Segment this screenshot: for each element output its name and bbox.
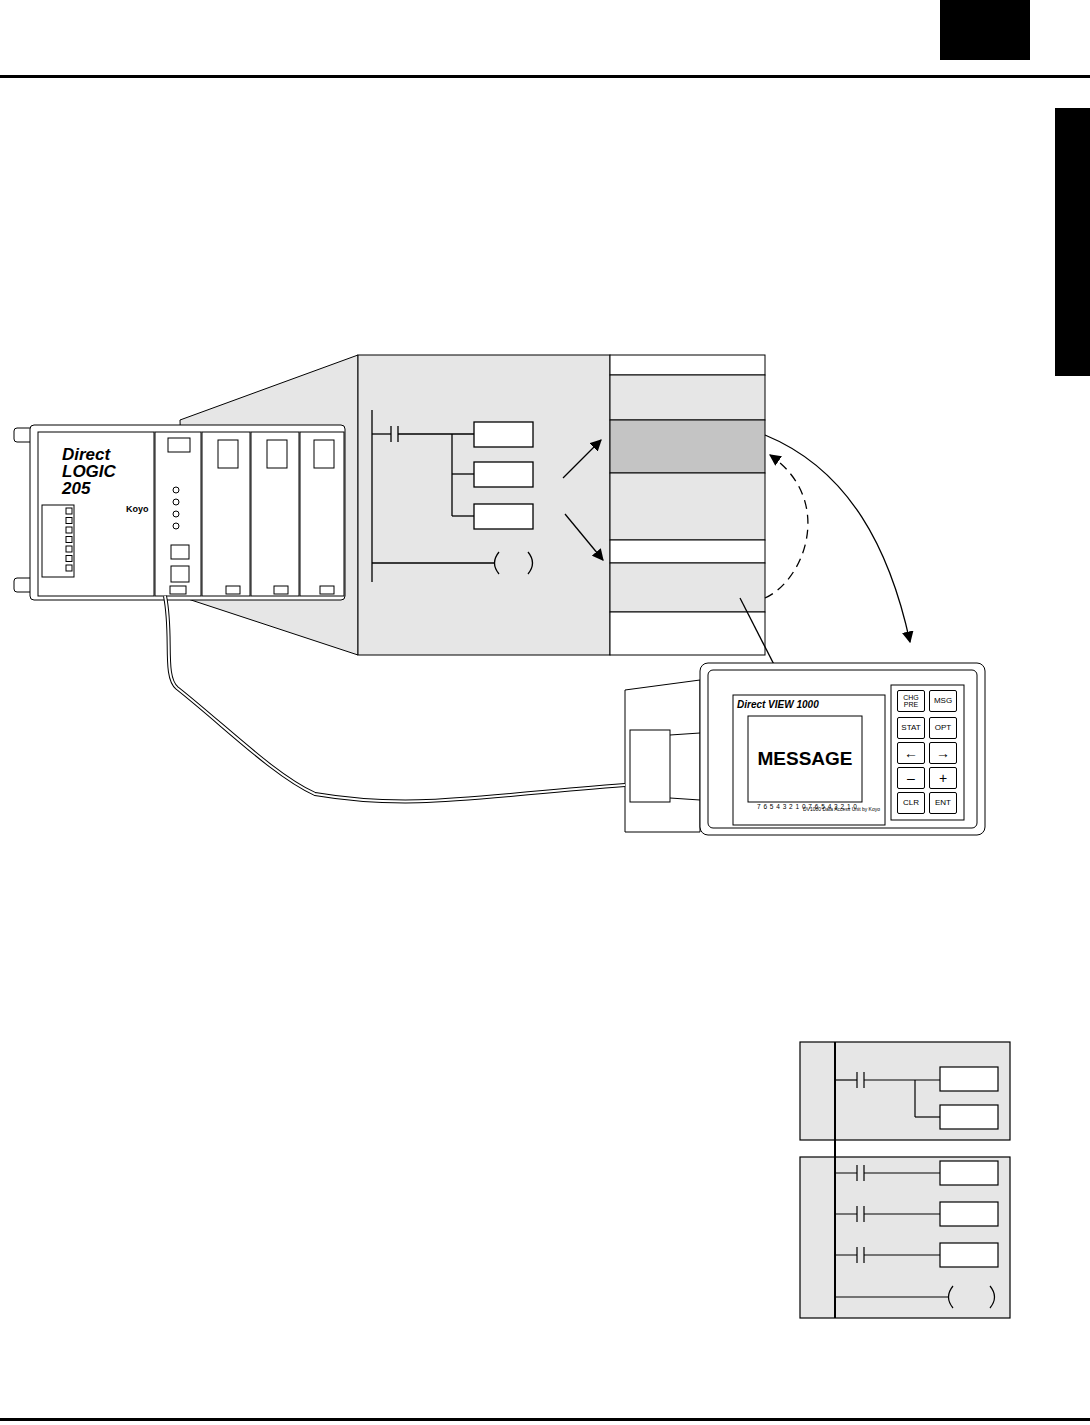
bit-numbers: 7 6 5 4 3 2 1 0 7 6 5 4 3 2 1 0 [757, 803, 857, 810]
key: STAT [897, 717, 925, 739]
lcd-screen: MESSAGE [749, 717, 861, 801]
terminal-screw [66, 556, 72, 562]
status-led [173, 523, 179, 529]
status-led [173, 487, 179, 493]
key-label: CHG PRE [898, 694, 924, 708]
key-label: – [906, 771, 916, 785]
key-label: + [938, 771, 948, 785]
terminal-screw [66, 546, 72, 552]
maker-logo: Koyo [126, 504, 149, 514]
brand-logo: Direct VIEW 1000 [737, 699, 847, 710]
instruction-box [940, 1243, 998, 1267]
status-led [173, 511, 179, 517]
key: CLR [897, 792, 925, 814]
key-label: ENT [934, 799, 952, 807]
key: OPT [929, 717, 957, 739]
key-label: OPT [934, 724, 952, 732]
key: + [929, 767, 957, 789]
rung [835, 1165, 940, 1181]
rung [835, 1206, 940, 1222]
cable [165, 596, 625, 801]
cable-core [165, 596, 625, 801]
terminal-screw [66, 527, 72, 533]
key: – [897, 767, 925, 789]
terminal-screw [66, 537, 72, 543]
terminal-screw [66, 508, 72, 514]
key: ENT [929, 792, 957, 814]
key-label: CLR [902, 799, 920, 807]
terminal-screw [66, 518, 72, 524]
key: ← [897, 742, 925, 764]
instruction-box [940, 1202, 998, 1226]
key: CHG PRE [897, 690, 925, 712]
instruction-box [940, 1161, 998, 1185]
plc-base: Direct LOGIC 205Koyo [38, 432, 154, 596]
key-label: → [935, 746, 951, 760]
brand-logo: Direct LOGIC 205 [62, 446, 148, 497]
key: MSG [929, 690, 957, 712]
terminal-screw [66, 565, 72, 571]
screen-message: MESSAGE [757, 748, 852, 770]
rung [835, 1247, 940, 1263]
key: → [929, 742, 957, 764]
key-label: ← [903, 746, 919, 760]
status-led [173, 499, 179, 505]
key-label: STAT [900, 724, 921, 732]
key-label: MSG [933, 697, 953, 705]
